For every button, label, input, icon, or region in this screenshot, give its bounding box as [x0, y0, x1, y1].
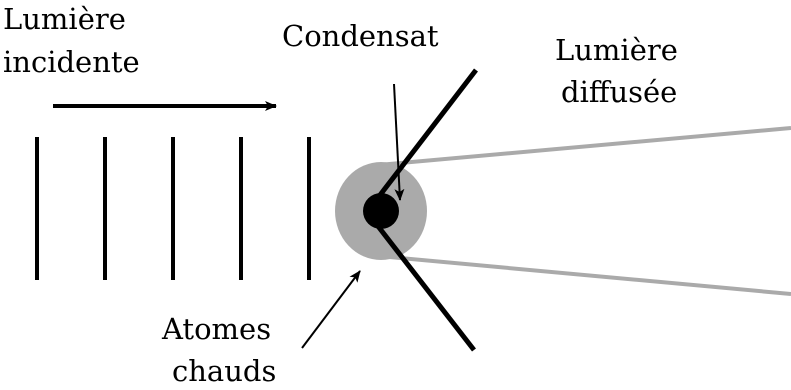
- scattered-light-label-line1: Lumière: [555, 33, 678, 67]
- scattered-cone-upper-edge: [378, 128, 791, 165]
- hot-atoms-label-line1: Atomes: [161, 312, 271, 346]
- scattered-cone-lower-edge: [378, 256, 791, 294]
- scattered-light-label-line2: diffusée: [561, 75, 677, 109]
- condensate-label: Condensat: [282, 19, 439, 53]
- incident-light-label-line2: incidente: [3, 45, 140, 79]
- hot-atoms-pointer-icon: [302, 271, 360, 348]
- hot-atoms-label-line2: chauds: [172, 354, 276, 388]
- incident-wavefronts: [37, 137, 309, 280]
- incident-light-label-line1: Lumière: [3, 2, 126, 36]
